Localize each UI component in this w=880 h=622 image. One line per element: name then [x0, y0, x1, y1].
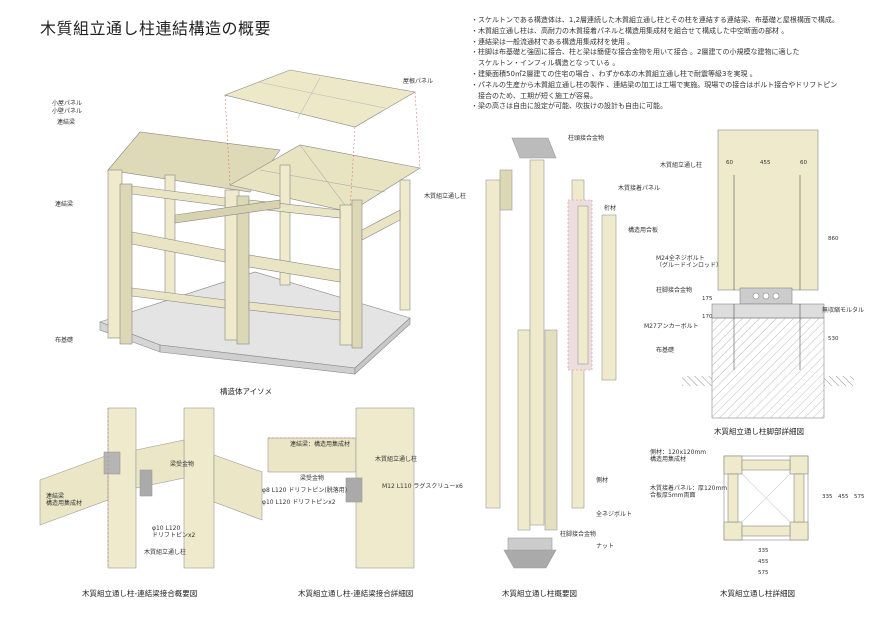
label-anchor: M27アンカーボルト: [644, 322, 699, 330]
label-koya-panel: 小屋パネル: [52, 99, 82, 107]
caption-base: 木質組立通し柱脚部詳細図: [714, 426, 804, 436]
note-line: ・梁の高さは自由に設定が可能、吹抜けの設計も自由に可能。: [471, 102, 667, 111]
label-panel: 木質接着パネル: [618, 184, 660, 192]
page-title: 木質組立通し柱連結構造の概要: [40, 19, 272, 38]
dim-base-6: 530: [828, 336, 839, 342]
dim-plan-5: 575: [758, 570, 769, 576]
dim-plan-1: 455: [838, 494, 849, 500]
dim-base-2: 60: [800, 160, 807, 166]
note-line: スケルトン・インフィル構造となっている 。: [471, 59, 620, 68]
labels: 屋根パネル 小屋パネル 小壁パネル 連結梁 連結梁 木質組立通し柱 布基礎 構造…: [46, 77, 865, 598]
label-beam: 連結梁構造用集成材: [46, 492, 82, 507]
dim-base-4: 175: [702, 296, 713, 302]
column-base-detail: [682, 129, 854, 419]
label-foundation: 布基礎: [55, 336, 73, 344]
label-side: 側材: [596, 476, 608, 484]
label-plywood: 構造用合板: [628, 226, 658, 234]
note-line: ・パネルの生産から木質組立通し柱の製作 、連結梁の加工は工場で実施。現場での接合…: [471, 80, 838, 89]
dim-plan-4: 455: [758, 559, 769, 565]
label-pin8: φ8 L120 ドリフトピン(脱落用): [262, 486, 347, 494]
label-bolt: 全ネジボルト: [596, 510, 632, 518]
label-kokabe-panel: 小壁パネル: [52, 107, 82, 115]
note-line: ・柱脚は布基礎と強固に接合、柱と梁は簡便な接合金物を用いて接合 。2層建ての小規…: [471, 48, 800, 57]
label-roof-panel: 屋根パネル: [403, 77, 433, 85]
note-line: ・木質組立通し柱は、高耐力の木質接着パネルと構造用集成材を組合せて構成した中空断…: [471, 26, 789, 35]
label-beam-d2: 連結梁：構造用集成材: [290, 440, 350, 448]
label-screw: M12 L110 ラグスクリューx6: [382, 482, 463, 490]
label-foundation-base: 布基礎: [656, 346, 674, 354]
note-line: ・連結梁は一般流通材である構造用集成材を使用 。: [471, 37, 635, 46]
beam-joint-detail: [267, 407, 415, 569]
structure-isometric: [99, 69, 421, 375]
label-hw-d2: 梁受金物: [300, 474, 324, 482]
caption-plan: 木質組立通し柱詳細図: [720, 588, 795, 598]
label-beam-left: 連結梁: [55, 200, 73, 208]
label-column-d2: 木質組立通し柱: [375, 455, 417, 463]
roof-back: [107, 131, 281, 193]
label-base-hw: 柱脚接合金物: [560, 530, 596, 538]
label-mortar: 無収縮モルタル: [822, 306, 864, 314]
column-exploded: [485, 137, 617, 569]
note-line: ・スケルトンである構造体は、1,2層連続した木質組立通し柱とその柱を連結する連結…: [471, 16, 839, 24]
column-plan-detail: [723, 455, 809, 541]
label-column-base: 木質組立通し柱: [660, 161, 702, 169]
dim-plan-3: 335: [758, 548, 769, 554]
caption-detail2: 木質組立通し柱-連結梁接合詳細図: [298, 588, 413, 598]
notes-list: ・スケルトンである構造体は、1,2層連続した木質組立通し柱とその柱を連結する連結…: [471, 15, 871, 112]
label-nut: ナット: [596, 543, 614, 550]
label-beam-hw: 梁受金物: [170, 460, 194, 468]
note-line: 接合のため、工期が短く施工が容易。: [471, 91, 597, 100]
label-beam-top: 連結梁: [57, 118, 75, 126]
caption-exploded: 木質組立通し柱概要図: [502, 588, 577, 598]
dim-base-1: 455: [760, 160, 771, 166]
label-column-d1: 木質組立通し柱: [144, 548, 186, 556]
foundation-strip: [99, 271, 411, 369]
label-stud: 桁材: [604, 204, 616, 212]
caption-detail1: 木質組立通し柱-連結梁接合概要図: [82, 588, 197, 598]
note-line: ・建築面積50㎡2層建ての住宅の場合 、わずか6本の木質組立通し柱で耐震等級3を…: [471, 69, 757, 78]
dim-base-0: 60: [726, 160, 733, 166]
label-column: 木質組立通し柱: [424, 192, 466, 200]
label-bolt-base: M24全ネジボルト（グルードインロッド）: [656, 254, 722, 269]
label-base-hw-base: 柱脚接合金物: [656, 286, 692, 294]
label-cap-hw: 柱頭接合金物: [568, 134, 604, 142]
caption-isometric: 構造体アイソメ: [220, 386, 272, 396]
dim-base-3: 860: [828, 236, 839, 242]
dim-plan-2: 575: [854, 494, 865, 500]
beam-joint-overview: [39, 407, 263, 569]
label-pin10: φ10 L120 ドリフトピンx2: [262, 499, 336, 506]
dim-base-5: 170: [702, 314, 713, 320]
dim-plan-0: 335: [822, 494, 833, 500]
